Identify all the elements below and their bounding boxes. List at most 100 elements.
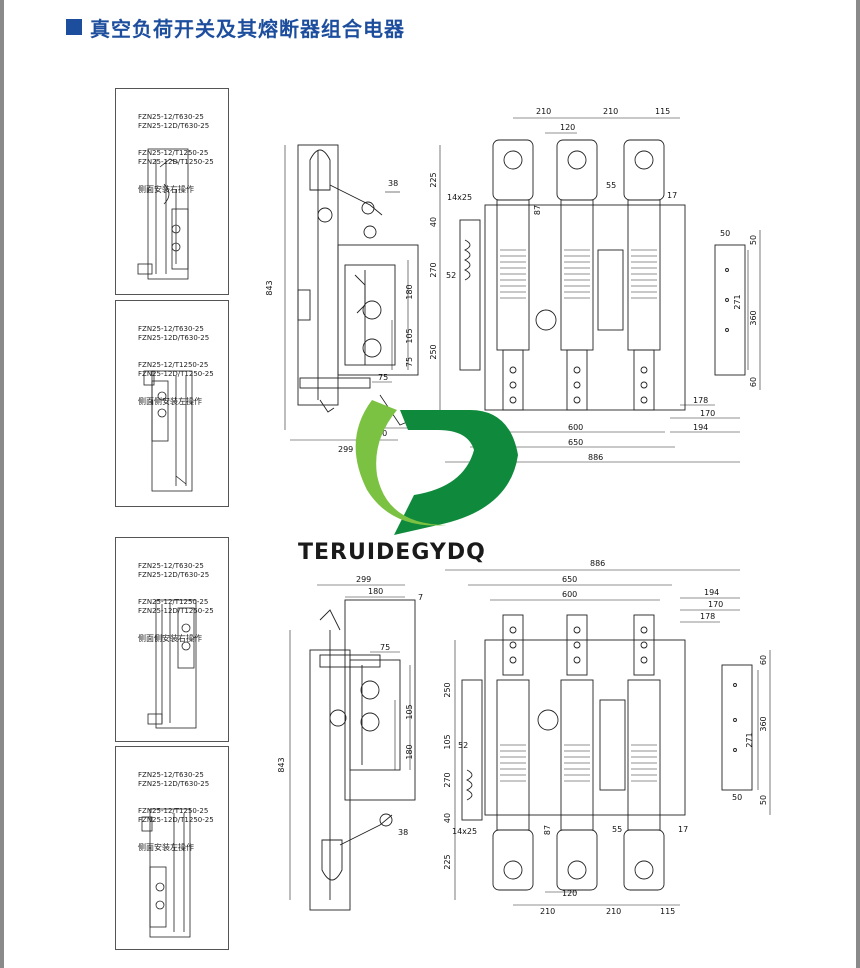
caption-line: FZN25-12/T630-25 — [138, 562, 204, 570]
panel-4-drawing — [141, 808, 191, 938]
pole-1-b — [492, 614, 534, 891]
dim-843: 843 — [265, 280, 274, 295]
dim-271: 271 — [733, 294, 742, 309]
dim-178: 178 — [693, 396, 708, 405]
panel-1-drawing — [137, 148, 189, 280]
dim-194-b: 194 — [704, 588, 719, 597]
caption-line: FZN25-12D/T630-25 — [138, 780, 210, 788]
caption-line: FZN25-12D/T630-25 — [138, 122, 210, 130]
dim-87: 87 — [533, 205, 542, 215]
dim-299: 299 — [338, 445, 353, 454]
dim-50b-b: 50 — [759, 795, 768, 805]
dim-75-b: 75 — [380, 643, 390, 652]
dim-225: 225 — [429, 172, 438, 187]
top-front-view — [459, 139, 746, 411]
dim-360: 360 — [749, 310, 758, 325]
page-title: 真空负荷开关及其熔断器组合电器 — [90, 16, 405, 41]
caption-line: 侧面侧安装左操作 — [138, 397, 202, 406]
pole-3-b — [623, 614, 665, 891]
dim-600: 600 — [568, 423, 583, 432]
bottom-side-view — [309, 599, 416, 911]
dim-105-bf: 105 — [443, 734, 452, 749]
caption-line: FZN25-12D/T1250-25 — [138, 816, 214, 824]
dim-60: 60 — [749, 377, 758, 387]
caption-line: 侧面安装左操作 — [138, 843, 194, 852]
dim-50a-b: 50 — [732, 793, 742, 802]
dim-105: 105 — [405, 328, 414, 343]
caption-line: FZN25-12D/T1250-25 — [138, 370, 214, 378]
dim-50b: 50 — [749, 235, 758, 245]
caption-line: FZN25-12/T1250-25 — [138, 598, 209, 606]
panel-3-drawing — [147, 599, 197, 729]
top-side-view — [297, 144, 419, 426]
dim-14x25: 14x25 — [447, 193, 472, 202]
dim-170-b: 170 — [708, 600, 723, 609]
dim-38-b: 38 — [398, 828, 408, 837]
dim-600-b: 600 — [562, 590, 577, 599]
caption-line: FZN25-12/T630-25 — [138, 325, 204, 333]
caption-line: FZN25-12/T1250-25 — [138, 361, 209, 369]
dim-270: 270 — [429, 262, 438, 277]
bottom-front-view — [461, 614, 753, 891]
dim-55-b: 55 — [612, 825, 622, 834]
caption-line: FZN25-12/T1250-25 — [138, 149, 209, 157]
dim-52: 52 — [446, 271, 456, 280]
dim-75b: 75 — [378, 373, 388, 382]
dim-650-b: 650 — [562, 575, 577, 584]
dim-843-b: 843 — [277, 757, 286, 772]
pole-2-b — [556, 614, 598, 891]
dim-7-b: 7 — [418, 593, 423, 602]
dim-194: 194 — [693, 423, 708, 432]
dim-105-b: 105 — [405, 704, 414, 719]
dim-178-b: 178 — [700, 612, 715, 621]
dim-210b: 210 — [603, 107, 618, 116]
caption-line: FZN25-12/T630-25 — [138, 113, 204, 121]
dim-115-b: 115 — [660, 907, 675, 916]
brand-logo-icon — [355, 400, 518, 535]
caption-line: FZN25-12D/T630-25 — [138, 571, 210, 579]
title-square-icon — [66, 19, 82, 35]
dim-210a-b: 210 — [540, 907, 555, 916]
dim-14x25-b: 14x25 — [452, 827, 477, 836]
dim-250-b: 250 — [443, 682, 452, 697]
dim-60-b: 60 — [759, 655, 768, 665]
page-header: 真空负荷开关及其熔断器组合电器 — [66, 14, 405, 41]
panel-2-drawing — [143, 370, 193, 492]
dim-225-b: 225 — [443, 854, 452, 869]
dim-120: 120 — [560, 123, 575, 132]
dim-271-b: 271 — [745, 732, 754, 747]
dim-299-b: 299 — [356, 575, 371, 584]
dim-40-b: 40 — [443, 813, 452, 823]
dim-886-b: 886 — [590, 559, 605, 568]
dim-250: 250 — [429, 344, 438, 359]
right-edge-bar — [856, 0, 860, 968]
dim-170: 170 — [700, 409, 715, 418]
dim-52-b: 52 — [458, 741, 468, 750]
dim-75a: 75 — [405, 357, 414, 367]
brand-logo-text: TERUIDEGYDQ — [298, 540, 486, 565]
dim-650: 650 — [568, 438, 583, 447]
dim-38: 38 — [388, 179, 398, 188]
dim-50a: 50 — [720, 229, 730, 238]
dim-17: 17 — [667, 191, 677, 200]
dim-17-b: 17 — [678, 825, 688, 834]
dim-115: 115 — [655, 107, 670, 116]
caption-line: FZN25-12/T1250-25 — [138, 807, 209, 815]
caption-line: FZN25-12D/T630-25 — [138, 334, 210, 342]
pole-1 — [492, 139, 534, 411]
dim-87-b: 87 — [543, 825, 552, 835]
pole-3 — [623, 139, 665, 411]
dim-210a: 210 — [536, 107, 551, 116]
dim-120-b: 120 — [562, 889, 577, 898]
dim-180b-b: 180 — [405, 744, 414, 759]
dim-180-b: 180 — [368, 587, 383, 596]
dim-210b-b: 210 — [606, 907, 621, 916]
dim-40: 40 — [429, 217, 438, 227]
